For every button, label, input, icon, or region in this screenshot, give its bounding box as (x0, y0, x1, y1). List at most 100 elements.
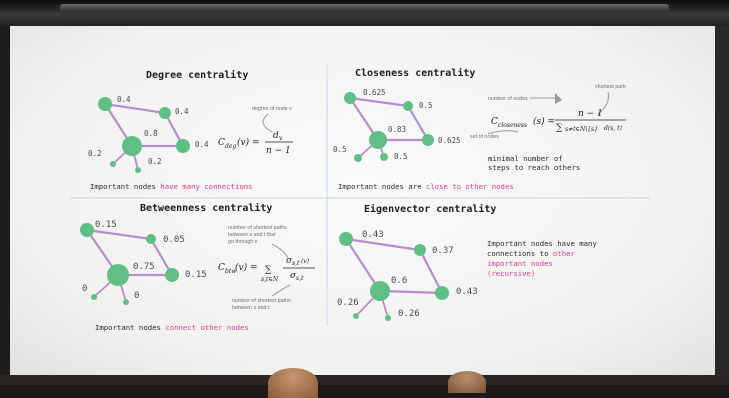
svg-text:between s and t that: between s and t that (228, 232, 276, 238)
betweenness-graph: 0.15 0.05 0.75 0.15 0 0 (80, 220, 207, 305)
degree-graph: 0.4 0.4 0.8 0.4 0.2 0.2 (88, 95, 209, 173)
svg-text:number of shortest paths: number of shortest paths (232, 298, 291, 304)
svg-text:σ: σ (290, 271, 297, 281)
svg-text:∑: ∑ (556, 123, 563, 133)
annotation-arrow (487, 130, 519, 135)
annotation-arrow (271, 243, 289, 259)
graph-node (403, 101, 413, 111)
svg-text:important nodes: important nodes (487, 259, 553, 268)
node-value: 0.5 (394, 152, 408, 161)
closeness-caption: Important nodes are close to other nodes (338, 182, 514, 191)
eigenvector-note: Important nodes have many connections to… (487, 239, 597, 278)
svg-text:go through v: go through v (228, 239, 258, 245)
svg-text:(s) =: (s) = (533, 116, 555, 127)
eigenvector-panel: Eigenvector centrality 0.43 0.37 0.6 0.4… (337, 203, 597, 321)
node-value: 0.4 (175, 107, 189, 116)
annotation-arrow (271, 284, 291, 297)
node-value: 0.26 (337, 298, 359, 308)
svg-text:closeness: closeness (498, 122, 527, 129)
svg-text:(v) =: (v) = (237, 137, 260, 148)
svg-text:Important nodes have many: Important nodes have many (487, 239, 597, 248)
graph-node (435, 286, 449, 300)
graph-node (176, 139, 190, 153)
svg-text:C: C (491, 117, 498, 127)
svg-text:σ: σ (286, 256, 293, 266)
svg-text:(v): (v) (301, 258, 310, 265)
graph-node (370, 281, 390, 301)
svg-text:number of shortest paths: number of shortest paths (228, 225, 287, 231)
svg-text:btw: btw (225, 268, 237, 275)
betweenness-caption: Important nodes connect other nodes (95, 323, 249, 332)
node-value: 0 (82, 284, 87, 294)
degree-title: Degree centrality (146, 69, 248, 81)
graph-node (354, 154, 362, 162)
graph-node (80, 223, 94, 237)
svg-text:∑: ∑ (265, 265, 272, 275)
graph-node (123, 299, 129, 305)
node-value: 0.2 (88, 149, 102, 158)
svg-text:s,t: s,t (296, 275, 304, 282)
svg-text:between s and t: between s and t (232, 305, 270, 311)
svg-text:C: C (218, 263, 225, 273)
graph-node (110, 161, 116, 167)
node-value: 0.8 (144, 129, 158, 138)
node-value: 0 (134, 291, 139, 301)
graph-node (385, 315, 391, 321)
graph-node (353, 313, 359, 319)
node-value: 0.15 (185, 270, 207, 280)
svg-text:deg: deg (225, 143, 236, 150)
degree-panel: Degree centrality 0.4 0.4 0.8 0.4 0.2 0.… (88, 69, 293, 191)
betweenness-title: Betweenness centrality (140, 202, 272, 214)
node-value: 0.26 (398, 309, 420, 319)
betweenness-panel: Betweenness centrality 0.15 0.05 0.75 0.… (80, 202, 315, 332)
node-value: 0.15 (95, 220, 117, 230)
graph-node (122, 136, 142, 156)
audience-head (448, 371, 486, 393)
node-value: 0.5 (333, 145, 347, 154)
betweenness-formula: number of shortest paths between s and t… (218, 225, 315, 311)
graph-node (369, 131, 387, 149)
graph-node (91, 294, 97, 300)
eigenvector-graph: 0.43 0.37 0.6 0.43 0.26 0.26 (337, 230, 478, 321)
svg-text:v: v (279, 135, 283, 142)
node-value: 0.75 (133, 262, 155, 272)
floor (0, 375, 729, 385)
svg-text:d(s, t): d(s, t) (604, 125, 622, 132)
closeness-formula: number of nodes shortest path set of nod… (470, 84, 626, 140)
node-value: 0.625 (363, 88, 386, 97)
graph-node (380, 153, 388, 161)
closeness-graph: 0.625 0.5 0.83 0.625 0.5 0.5 (333, 88, 461, 162)
annotation-arrow (262, 113, 273, 133)
svg-text:number of nodes: number of nodes (488, 96, 528, 102)
svg-text:C: C (218, 138, 225, 148)
audience-head (268, 368, 318, 398)
closeness-panel: Closeness centrality 0.625 0.5 0.83 0.62… (333, 67, 626, 191)
degree-annotation: degree of node v (252, 106, 292, 112)
graph-node (146, 234, 156, 244)
svg-text:s,t∈N: s,t∈N (261, 276, 279, 283)
svg-text:n − 1: n − 1 (266, 146, 291, 156)
node-value: 0.2 (148, 157, 162, 166)
degree-caption: Important nodes have many connections (90, 182, 253, 191)
svg-text:(recursive): (recursive) (487, 269, 535, 278)
svg-text:shortest path: shortest path (595, 84, 626, 90)
node-value: 0.83 (388, 125, 406, 134)
node-value: 0.43 (362, 230, 384, 240)
left-wall (0, 26, 10, 385)
slide-canvas: Degree centrality 0.4 0.4 0.8 0.4 0.2 0.… (70, 64, 650, 332)
graph-node (135, 167, 141, 173)
svg-text:set of nodes: set of nodes (470, 134, 499, 140)
closeness-title: Closeness centrality (355, 67, 475, 79)
svg-text:s,t: s,t (292, 260, 300, 267)
graph-node (414, 244, 426, 256)
projection-screen: Degree centrality 0.4 0.4 0.8 0.4 0.2 0.… (10, 26, 715, 375)
degree-formula: degree of node v C deg (v) = d v n − 1 (218, 106, 293, 156)
svg-text:connections to other: connections to other (487, 249, 575, 258)
node-value: 0.4 (195, 140, 209, 149)
node-value: 0.37 (432, 246, 454, 256)
graph-node (98, 97, 112, 111)
svg-text:s≠t∈N\{s}: s≠t∈N\{s} (565, 126, 598, 133)
screen-roller-bar (60, 4, 669, 12)
node-value: 0.6 (391, 276, 407, 286)
closeness-note-line1: minimal number of (488, 154, 563, 163)
